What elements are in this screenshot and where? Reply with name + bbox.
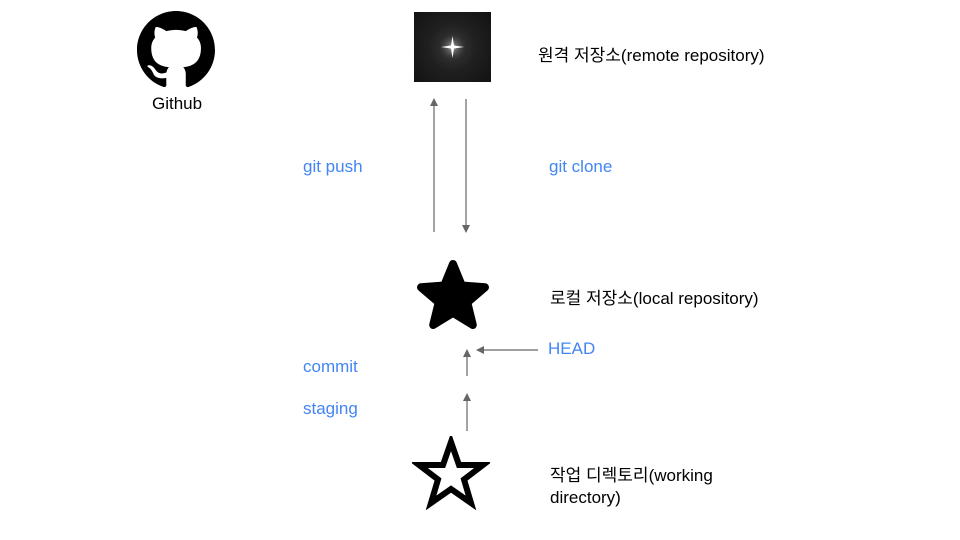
sparkle-icon (441, 36, 464, 58)
star-outline-icon (410, 432, 492, 511)
commit-label: commit (303, 357, 358, 376)
star-filled-icon (410, 256, 496, 338)
git-push-label: git push (303, 157, 363, 176)
star-outline-shape (410, 432, 492, 511)
remote-repository-label: 원격 저장소(remote repository) (538, 46, 765, 65)
working-directory-label: 작업 디렉토리(working directory) (550, 466, 713, 507)
head-label: HEAD (548, 339, 596, 358)
local-repository-label: 로컬 저장소(local repository) (550, 289, 759, 308)
github-label: Github (152, 94, 203, 113)
staging-label: staging (303, 399, 358, 418)
github-icon-path (137, 11, 215, 88)
git-clone-label: git clone (549, 157, 613, 176)
github-icon (137, 11, 215, 89)
star-filled-shape (417, 260, 489, 329)
remote-repository-image (414, 12, 491, 82)
